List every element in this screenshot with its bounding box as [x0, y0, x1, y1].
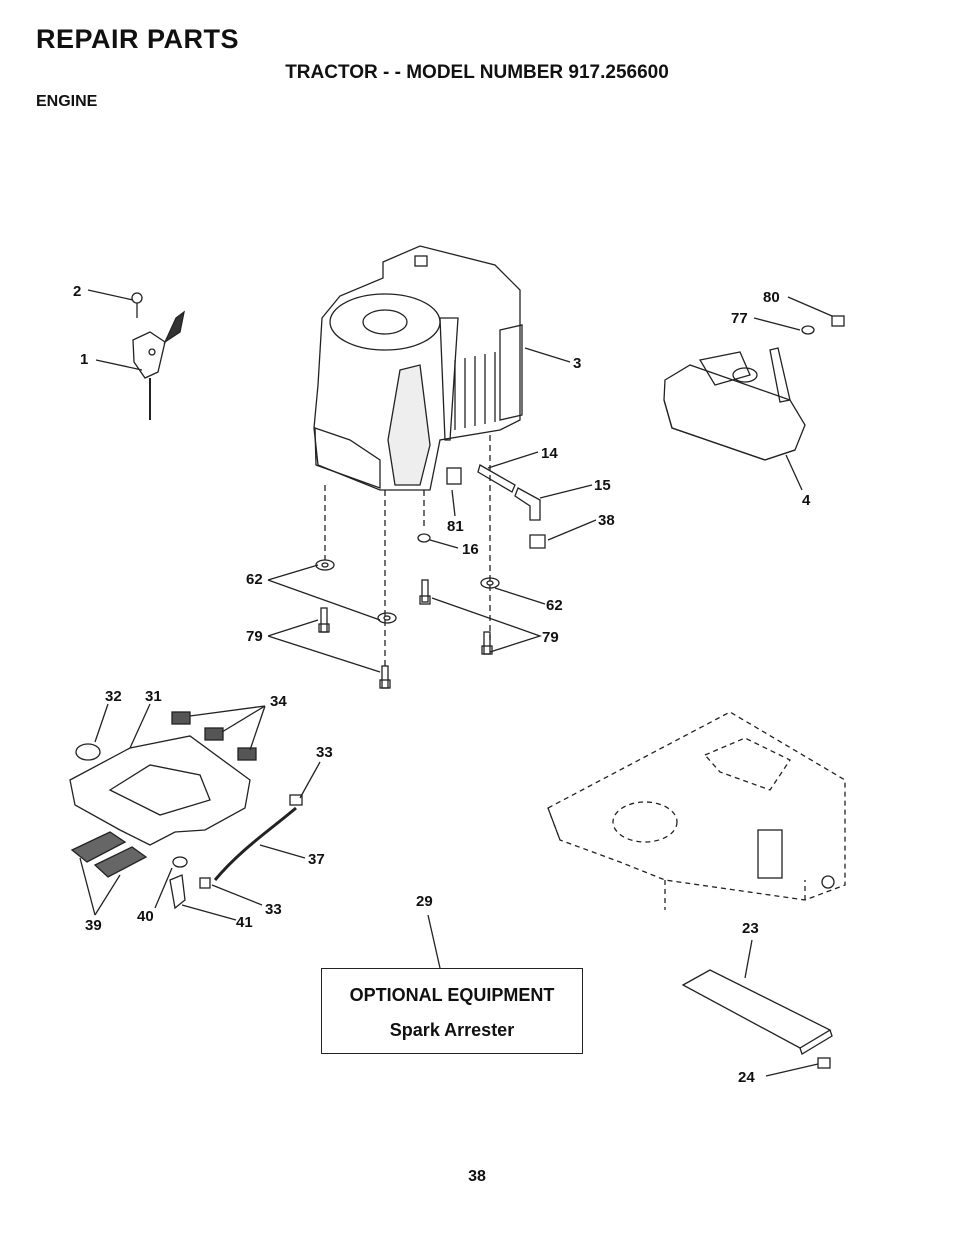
callout-38: 38 — [598, 512, 615, 529]
leader-line — [427, 914, 441, 969]
leader-line — [299, 761, 321, 799]
leader-line — [524, 347, 571, 363]
callout-24: 24 — [738, 1069, 755, 1086]
leader-line — [753, 317, 801, 331]
throttle-control-illustration — [131, 292, 185, 420]
callout-34: 34 — [270, 693, 287, 710]
leader-line — [494, 587, 546, 605]
page-title: REPAIR PARTS — [36, 24, 240, 54]
leader-line — [539, 484, 593, 499]
callout-32: 32 — [105, 688, 122, 705]
leader-line — [79, 857, 121, 916]
callout-81: 81 — [447, 518, 464, 535]
leader-line — [487, 451, 539, 469]
callout-2: 2 — [73, 283, 82, 300]
callout-62-left: 62 — [246, 571, 263, 588]
callout-40: 40 — [137, 908, 154, 925]
leader-line — [181, 904, 237, 921]
washers-and-bolts — [315, 559, 500, 689]
callout-1: 1 — [80, 351, 89, 368]
leader-line — [429, 539, 459, 549]
leader-line — [547, 519, 597, 541]
leader-line — [785, 454, 803, 491]
leader-line — [267, 564, 381, 621]
callout-15: 15 — [594, 477, 611, 494]
shield-illustration — [681, 969, 833, 1069]
callout-16: 16 — [462, 541, 479, 558]
callout-80: 80 — [763, 289, 780, 306]
callout-29: 29 — [416, 893, 433, 910]
callout-79-right: 79 — [542, 629, 559, 646]
page-number: 38 — [468, 1168, 486, 1185]
engine-illustration — [313, 245, 523, 491]
frame-outline — [547, 711, 846, 910]
leader-line — [154, 867, 173, 909]
model-subtitle: TRACTOR - - MODEL NUMBER 917.256600 — [285, 62, 669, 83]
callout-77: 77 — [731, 310, 748, 327]
callout-23: 23 — [742, 920, 759, 937]
callout-33-upper: 33 — [316, 744, 333, 761]
optional-equipment-box: OPTIONAL EQUIPMENT Spark Arrester — [321, 968, 583, 1054]
leader-line — [211, 884, 263, 906]
optional-equipment-item: Spark Arrester — [389, 1020, 515, 1040]
callout-39: 39 — [85, 917, 102, 934]
air-intake-illustration — [69, 711, 303, 910]
leader-line — [451, 489, 456, 517]
callout-3: 3 — [573, 355, 582, 372]
callout-31: 31 — [145, 688, 162, 705]
leader-line — [87, 289, 134, 301]
section-heading: ENGINE — [36, 93, 98, 110]
callout-37: 37 — [308, 851, 325, 868]
leader-line — [94, 703, 109, 743]
callout-79-left: 79 — [246, 628, 263, 645]
callout-33-lower: 33 — [265, 901, 282, 918]
callout-4: 4 — [802, 492, 811, 509]
leader-line — [431, 597, 543, 653]
callout-41: 41 — [236, 914, 253, 931]
leader-line — [259, 844, 306, 859]
callout-62-right: 62 — [546, 597, 563, 614]
leader-line — [765, 1063, 819, 1077]
leader-line — [129, 703, 151, 749]
frame-bracket — [757, 829, 835, 889]
leader-line — [189, 705, 266, 751]
leader-line — [744, 939, 753, 979]
optional-equipment-heading: OPTIONAL EQUIPMENT — [349, 985, 555, 1005]
leader-line — [95, 359, 143, 371]
leader-line — [267, 619, 381, 673]
leader-line — [787, 296, 833, 317]
muffler-illustration — [663, 315, 845, 461]
fitting-parts — [417, 464, 546, 549]
mounting-guide-lines — [324, 435, 491, 670]
callout-14: 14 — [541, 445, 558, 462]
